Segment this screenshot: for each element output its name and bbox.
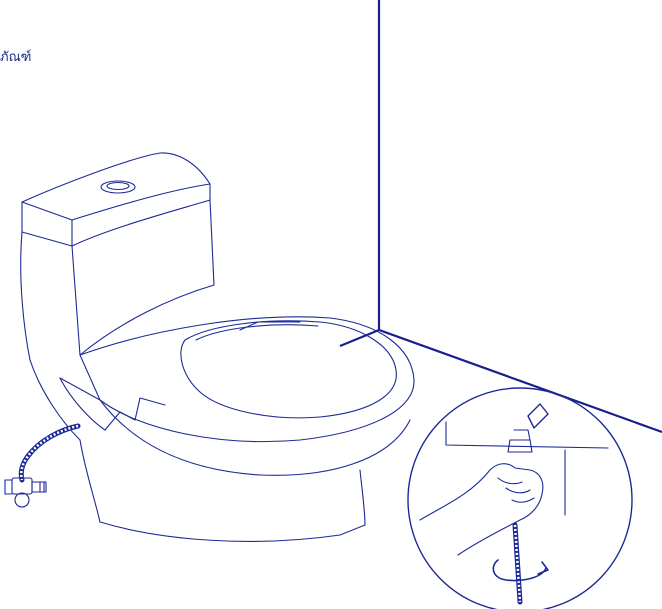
angle-valve — [5, 478, 46, 507]
supply-hose — [21, 426, 78, 480]
room-corner — [340, 0, 662, 432]
toilet — [21, 153, 414, 541]
detail-inset — [408, 388, 632, 609]
